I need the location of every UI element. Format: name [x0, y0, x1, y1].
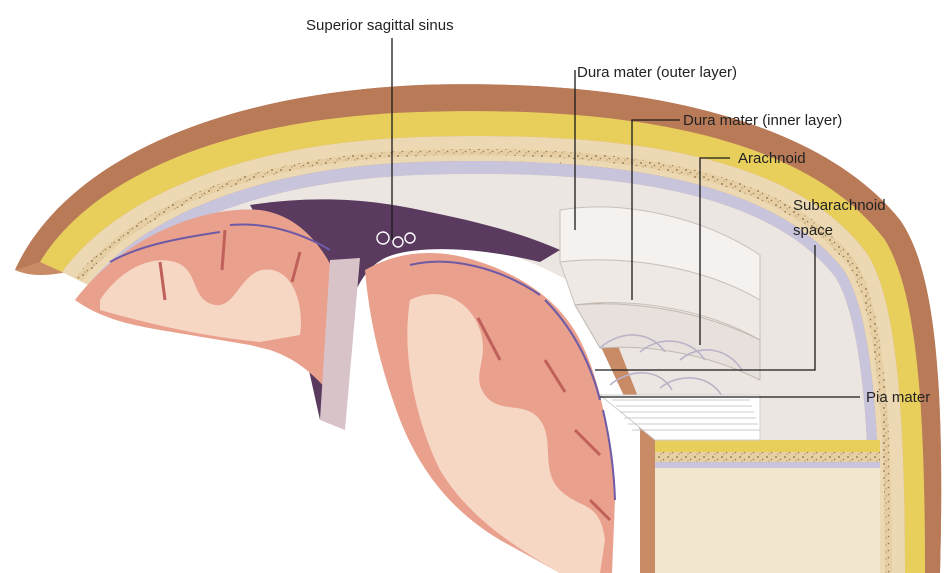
label-arachnoid: Arachnoid	[738, 150, 806, 167]
label-subarachnoid: Subarachnoid	[793, 197, 886, 214]
label-pia-mater: Pia mater	[866, 389, 930, 406]
label-subarachnoid-space: space	[793, 222, 833, 239]
label-dura-outer: Dura mater (outer layer)	[577, 64, 737, 81]
label-superior-sagittal-sinus: Superior sagittal sinus	[306, 17, 454, 34]
label-dura-inner: Dura mater (inner layer)	[683, 112, 842, 129]
